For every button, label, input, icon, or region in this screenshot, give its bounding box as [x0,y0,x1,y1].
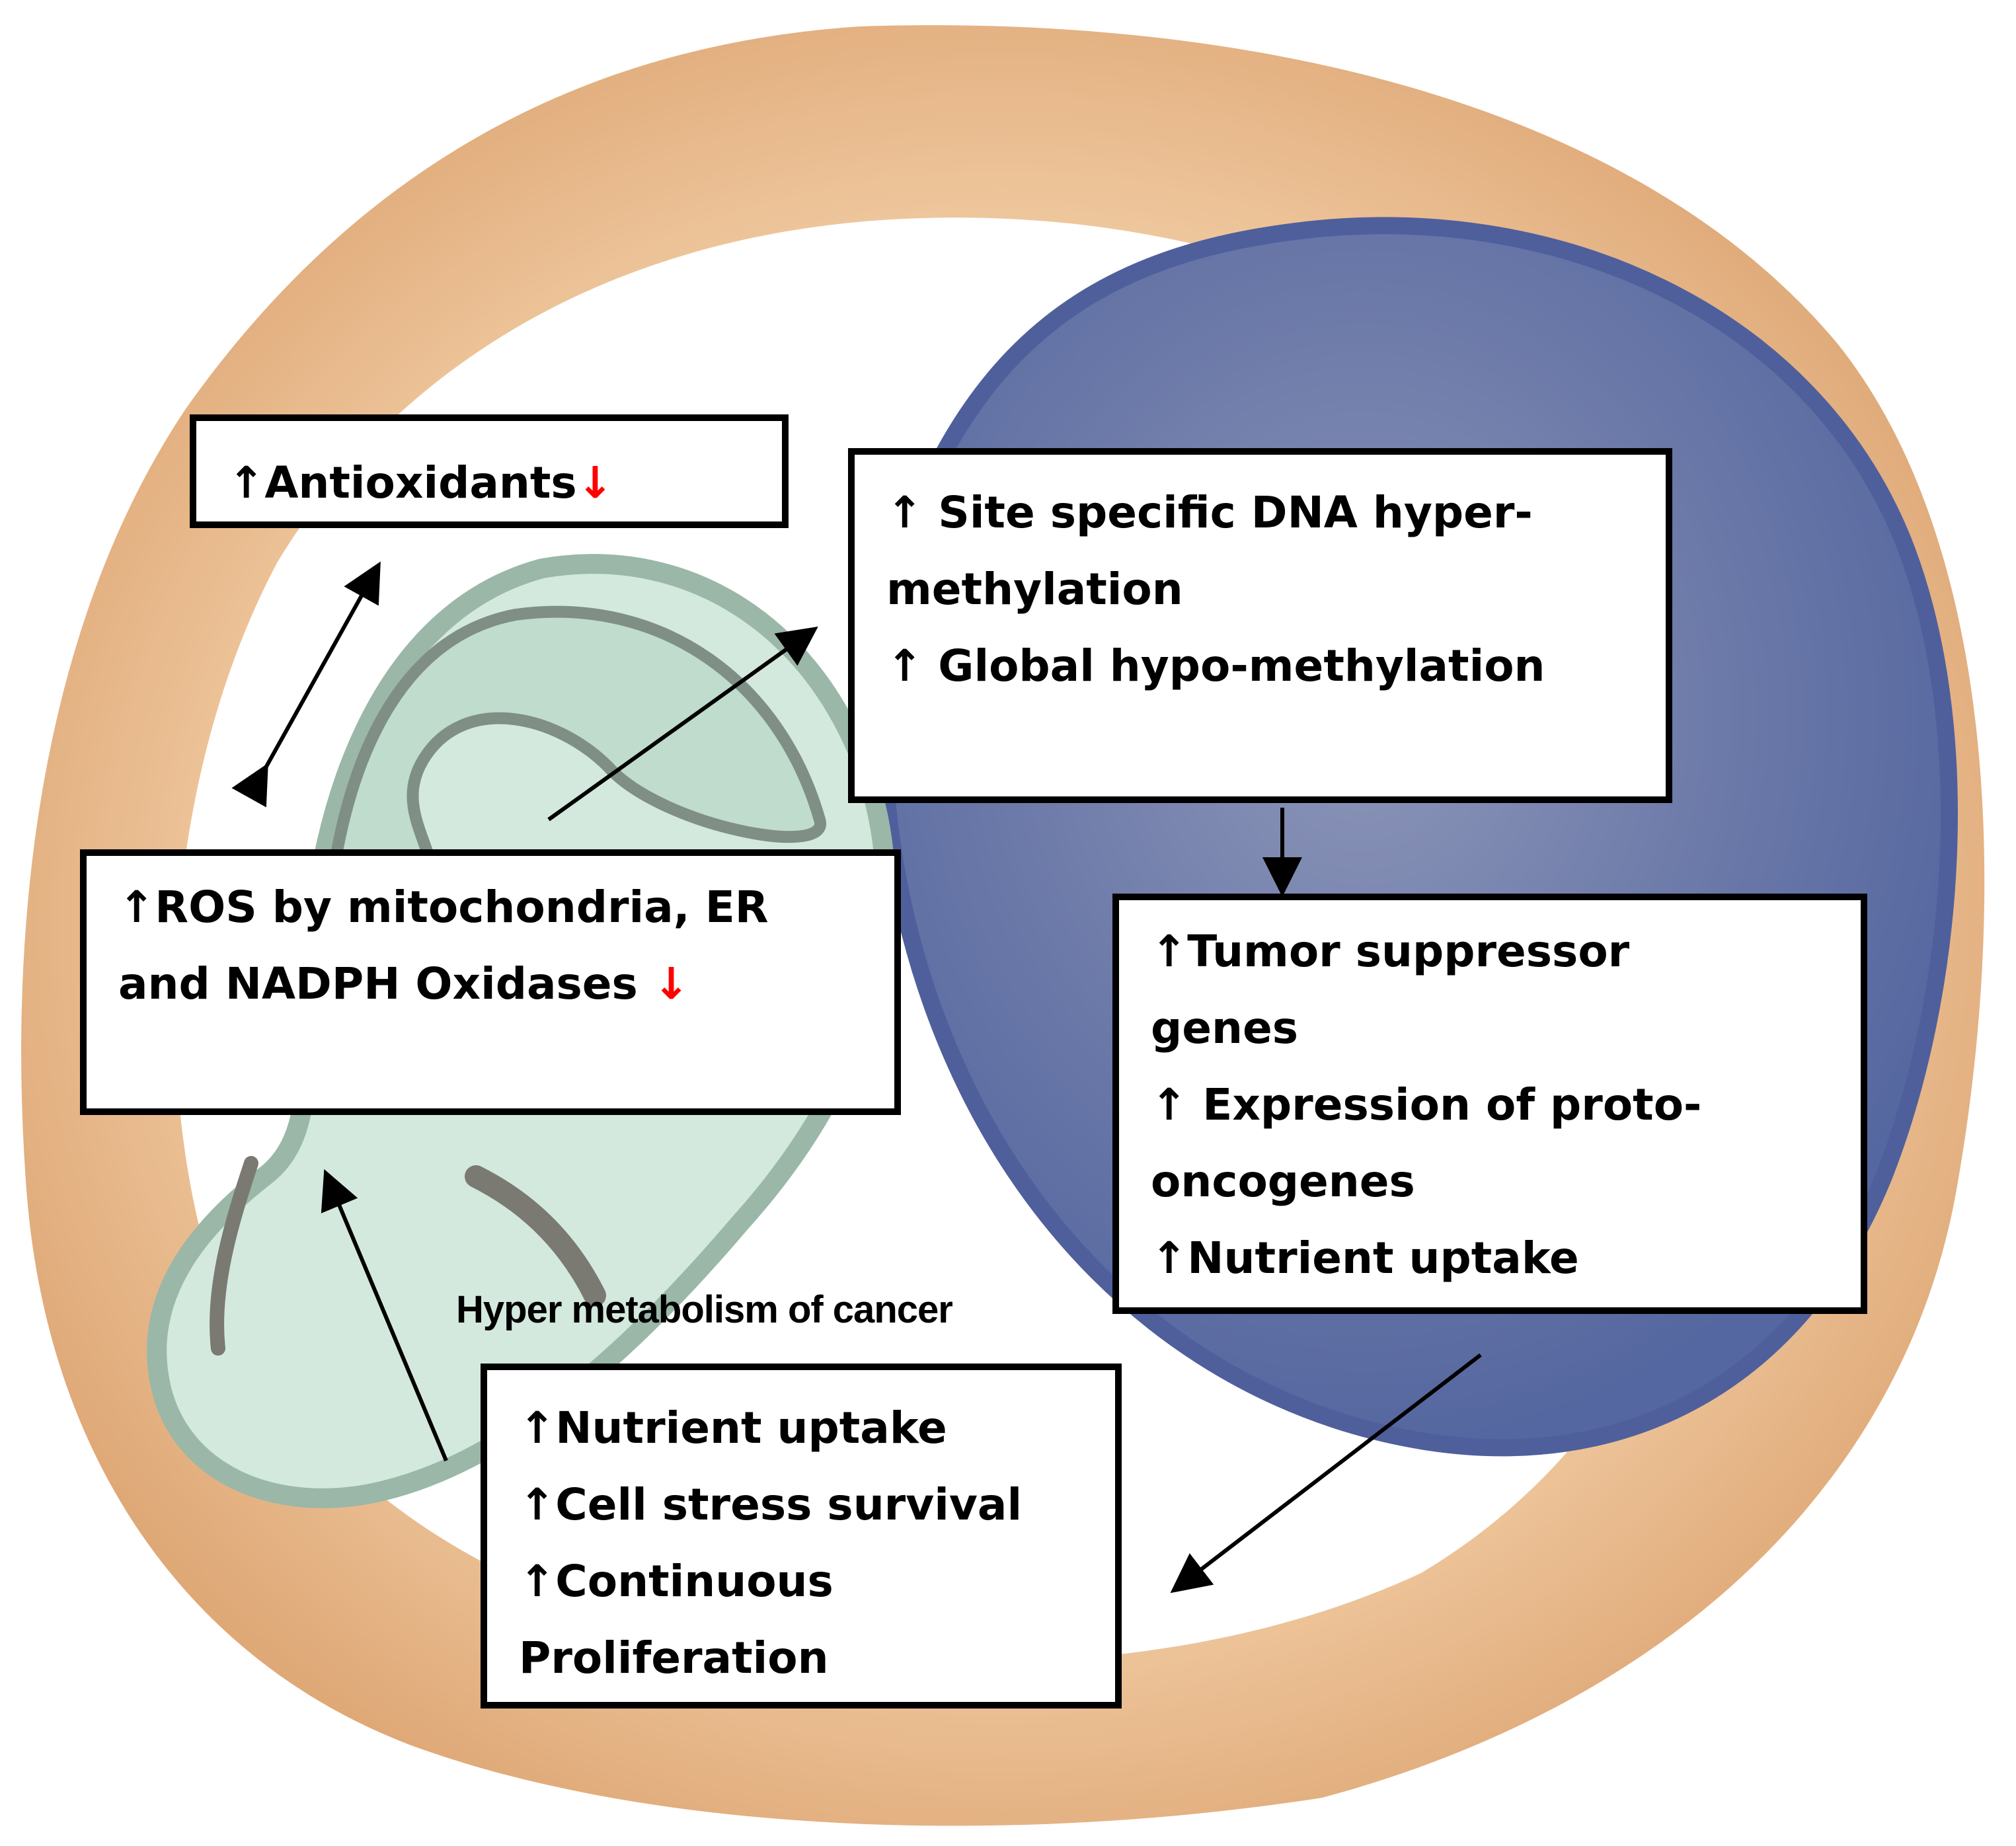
hyper-metabolism-caption: Hyper metabolism of cancer [456,1288,953,1331]
methylation-line-1: ↑ Site specific DNA hyper- [886,487,1533,538]
ros-line-1: ↑ROS by mitochondria, ER [118,882,769,933]
tumor-line-4: oncogenes [1151,1156,1415,1207]
antioxidants-label: ↑Antioxidants↓ [228,445,782,521]
arrow-ros-methylation [547,627,818,822]
ros-box: ↑ROS by mitochondria, ER and NADPH Oxida… [80,849,901,1115]
methylation-line-3: ↑ Global hypo-methylation [886,640,1545,691]
tumor-line-1: ↑Tumor suppressor [1151,926,1630,977]
antioxidants-text: Antioxidants [264,457,577,508]
down-arrow-icon: ↓ [576,457,614,508]
arrow-tumor-metabolism [1170,1353,1482,1594]
ros-line-2: and NADPH Oxidases ↓ [118,946,894,1022]
metabolism-line-3: ↑Continuous [519,1556,834,1607]
arrow-ros-antioxidants [231,561,381,808]
up-arrow-icon: ↑ [228,457,265,508]
metabolism-line-2: ↑Cell stress survival [519,1479,1023,1530]
methylation-line-2: methylation [886,564,1183,615]
antioxidants-box: ↑Antioxidants↓ [190,414,789,528]
metabolism-box: ↑Nutrient uptake ↑Cell stress survival ↑… [481,1364,1122,1709]
metabolism-line-1: ↑Nutrient uptake [519,1403,947,1453]
arrow-metabolism-ros [321,1169,448,1462]
methylation-box: ↑ Site specific DNA hyper- methylation ↑… [848,448,1672,803]
tumor-suppressor-box: ↑Tumor suppressor genes ↑ Expression of … [1112,894,1867,1314]
tumor-line-5: ↑Nutrient uptake [1151,1233,1579,1284]
down-arrow-icon: ↓ [652,958,690,1009]
tumor-line-2: genes [1151,1003,1299,1054]
metabolism-line-4: Proliferation [519,1633,829,1683]
tumor-line-3: ↑ Expression of proto- [1151,1079,1702,1130]
ros-line-2-text: and NADPH Oxidases [118,958,653,1009]
